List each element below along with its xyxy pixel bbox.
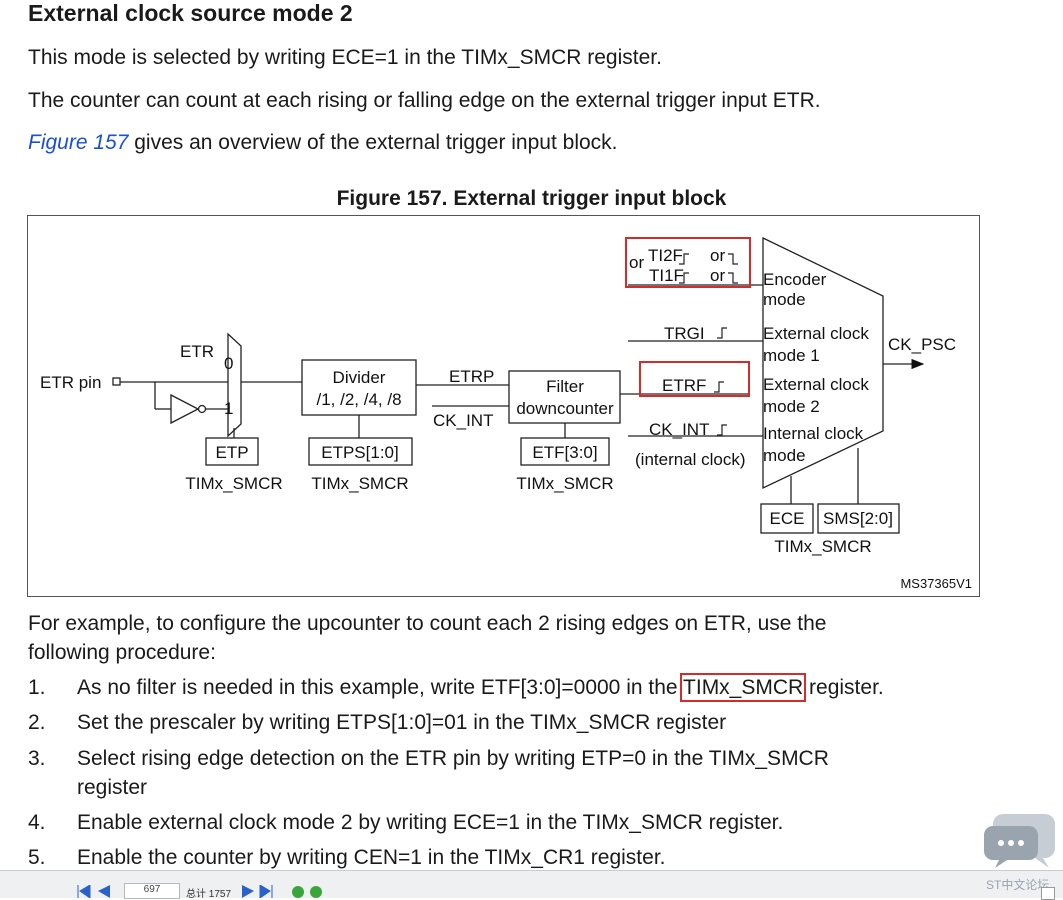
step-number: 2. bbox=[28, 711, 46, 734]
timx-smcr-label-1: TIMx_SMCR bbox=[185, 474, 282, 493]
filter-subtitle: downcounter bbox=[516, 399, 614, 418]
filter-title: Filter bbox=[546, 377, 584, 396]
procedure-intro-line1: For example, to configure the upcounter … bbox=[28, 612, 827, 635]
int-clk-l1: Internal clock bbox=[763, 424, 864, 443]
etf-label: ETF[3:0] bbox=[532, 443, 597, 462]
ti2f-label: TI2F bbox=[648, 246, 683, 265]
falling-edge-icon bbox=[728, 272, 738, 284]
highlight-etrf bbox=[639, 361, 750, 397]
step-number: 5. bbox=[28, 846, 46, 869]
or-label: or bbox=[629, 253, 644, 272]
nav-next-last-icons[interactable] bbox=[240, 885, 330, 898]
nav-first-prev-icons[interactable] bbox=[76, 885, 116, 898]
etps-box bbox=[308, 437, 413, 466]
divider-ratios: /1, /2, /4, /8 bbox=[316, 390, 401, 409]
etrp-label: ETRP bbox=[449, 367, 494, 386]
etp-label: ETP bbox=[215, 443, 248, 462]
internal-clock-label: (internal clock) bbox=[635, 450, 746, 469]
etf-box bbox=[520, 437, 610, 466]
etr-pin-label: ETR pin bbox=[40, 373, 101, 392]
highlight-timx-smcr: TIMx_SMCR bbox=[680, 673, 807, 702]
figure-diagram: ETR pin ETR 0 1 ETP TIMx_SMCR Divider /1… bbox=[27, 215, 980, 597]
etps-label: ETPS[1:0] bbox=[321, 443, 398, 462]
clock-mode-mux bbox=[762, 236, 884, 490]
step-number: 1. bbox=[28, 676, 46, 699]
procedure-intro-line2: following procedure: bbox=[28, 641, 216, 664]
step-number: 4. bbox=[28, 811, 46, 834]
step-text: As no filter is needed in this example, … bbox=[77, 673, 884, 702]
paragraph-counter: The counter can count at each rising or … bbox=[28, 89, 821, 112]
etr-pin-square bbox=[112, 377, 121, 386]
sms-label: SMS[2:0] bbox=[823, 509, 893, 528]
rising-edge-icon bbox=[679, 272, 689, 284]
etr-mux bbox=[227, 332, 242, 438]
block-diagram-svg: ETR pin ETR 0 1 ETP TIMx_SMCR Divider /1… bbox=[40, 236, 972, 591]
divider-title: Divider bbox=[333, 368, 386, 387]
page-icon bbox=[1041, 887, 1055, 900]
highlight-encoder-inputs bbox=[625, 237, 751, 288]
or-small-label-1: or bbox=[710, 246, 725, 265]
step-text-post: register. bbox=[803, 676, 884, 699]
step-text: Enable the counter by writing CEN=1 in t… bbox=[77, 846, 666, 869]
timx-smcr-label-2: TIMx_SMCR bbox=[311, 474, 408, 493]
etr-label: ETR bbox=[180, 342, 214, 361]
rising-edge-icon bbox=[717, 424, 727, 436]
encoder-mode-l1: Encoder bbox=[763, 270, 827, 289]
viewer-toolbar: 697 总计 1757 ST中文论坛 bbox=[0, 870, 1063, 900]
section-heading: External clock source mode 2 bbox=[28, 0, 353, 26]
chat-bubble-icon[interactable] bbox=[983, 812, 1057, 874]
or-small-label-2: or bbox=[710, 266, 725, 285]
figure-title: Figure 157. External trigger input block bbox=[336, 187, 727, 210]
mux-input-1: 1 bbox=[224, 399, 233, 418]
step-text: Enable external clock mode 2 by writing … bbox=[77, 811, 784, 834]
falling-edge-icon bbox=[728, 253, 738, 265]
rising-edge-icon bbox=[717, 327, 727, 339]
step-number: 3. bbox=[28, 747, 46, 770]
int-clk-l2: mode bbox=[763, 446, 806, 465]
ext-clk1-l1: External clock bbox=[763, 324, 869, 343]
ck-int-input-label: CK_INT bbox=[649, 420, 709, 439]
step-text-continued: register bbox=[77, 776, 148, 799]
ece-label: ECE bbox=[770, 509, 805, 528]
total-pages: 总计 1757 bbox=[186, 889, 232, 900]
ext-clk2-l2: mode 2 bbox=[763, 397, 820, 416]
timx-smcr-label-3: TIMx_SMCR bbox=[516, 474, 613, 493]
figure-link[interactable]: Figure 157 bbox=[28, 131, 129, 154]
ext-clk2-l1: External clock bbox=[763, 375, 869, 394]
ck-int-label: CK_INT bbox=[433, 411, 493, 430]
step-text: Set the prescaler by writing ETPS[1:0]=0… bbox=[77, 711, 727, 734]
rising-edge-icon bbox=[679, 253, 689, 265]
sms-box bbox=[817, 503, 900, 534]
paragraph-ece: This mode is selected by writing ECE=1 i… bbox=[28, 46, 662, 69]
ext-clk1-l2: mode 1 bbox=[763, 346, 820, 365]
figure-code: MS37365V1 bbox=[900, 576, 972, 591]
timx-smcr-label-4: TIMx_SMCR bbox=[774, 537, 871, 556]
ck-psc-label: CK_PSC bbox=[888, 335, 956, 354]
rising-edge-icon bbox=[714, 381, 724, 393]
etrf-label: ETRF bbox=[662, 376, 706, 395]
figure-ref-text: gives an overview of the external trigge… bbox=[128, 131, 618, 154]
ti1f-label: TI1F bbox=[649, 266, 684, 285]
step-text-pre: As no filter is needed in this example, … bbox=[77, 676, 684, 699]
trgi-label: TRGI bbox=[664, 324, 705, 343]
etp-box bbox=[205, 437, 259, 466]
mux-input-0: 0 bbox=[224, 354, 233, 373]
brand-watermark: ST中文论坛 bbox=[986, 878, 1050, 892]
inverter-symbol bbox=[170, 393, 200, 425]
paragraph-figure-ref: Figure 157 gives an overview of the exte… bbox=[28, 131, 618, 155]
step-text: Select rising edge detection on the ETR … bbox=[77, 747, 829, 770]
encoder-mode-l2: mode bbox=[763, 290, 806, 309]
ece-box bbox=[760, 503, 814, 534]
